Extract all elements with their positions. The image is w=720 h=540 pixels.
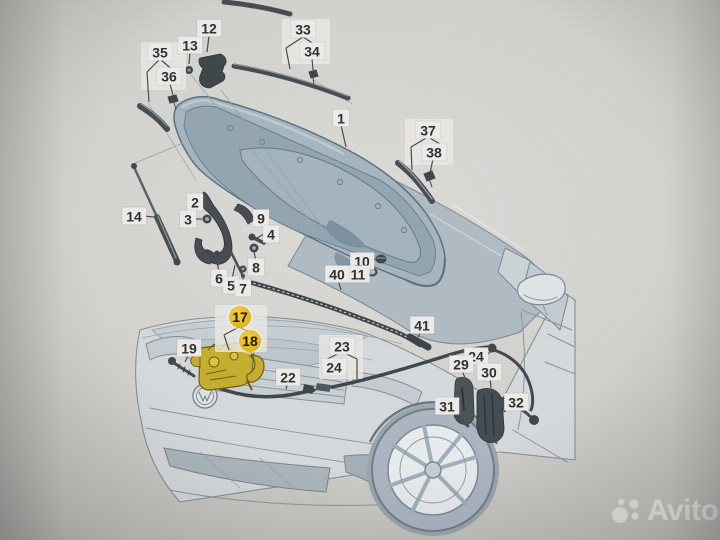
callout-6: 6 bbox=[211, 269, 227, 287]
parts bbox=[131, 0, 539, 443]
callout-7: 7 bbox=[235, 279, 251, 297]
release-cable bbox=[217, 343, 535, 412]
callout-35: 35 bbox=[148, 43, 172, 61]
gas-strut bbox=[131, 163, 181, 266]
molding-part-35 bbox=[137, 103, 170, 132]
callout-33: 33 bbox=[291, 20, 315, 38]
callout-13: 13 bbox=[178, 36, 202, 54]
wheel-spokes bbox=[387, 424, 478, 514]
seal-end-part-41 bbox=[406, 333, 432, 351]
lever-part-9 bbox=[233, 203, 255, 225]
callout-31: 31 bbox=[435, 397, 459, 415]
side-mirror bbox=[517, 273, 566, 316]
callout-11: 11 bbox=[346, 265, 370, 283]
callout-10: 10 bbox=[350, 252, 374, 270]
callout-37: 37 bbox=[416, 121, 440, 139]
screw-part-31 bbox=[456, 415, 470, 428]
callout-1: 1 bbox=[333, 109, 349, 127]
bolt-part-19 bbox=[168, 357, 196, 378]
callout-32: 32 bbox=[504, 393, 528, 411]
callout-30: 30 bbox=[477, 363, 501, 381]
bolt-part-4 bbox=[252, 236, 266, 245]
front-wheel bbox=[367, 401, 499, 536]
callout-23: 23 bbox=[330, 337, 354, 355]
callout-40: 40 bbox=[325, 265, 349, 283]
callout-5: 5 bbox=[223, 276, 239, 294]
top-strip-part bbox=[221, 0, 293, 17]
callout-8: 8 bbox=[248, 258, 264, 276]
clip-part-38 bbox=[423, 170, 436, 188]
clip-part-34 bbox=[308, 69, 319, 85]
callout-22: 22 bbox=[276, 368, 300, 386]
callout-38: 38 bbox=[422, 143, 446, 161]
bracket-part-12 bbox=[198, 53, 227, 89]
callout-2: 2 bbox=[187, 193, 203, 211]
callout-18-highlighted: 18 bbox=[239, 330, 261, 352]
callout-19: 19 bbox=[177, 339, 201, 357]
buffer-part-10 bbox=[375, 254, 387, 264]
avito-watermark: Avito bbox=[608, 494, 719, 527]
clip-part-36 bbox=[167, 94, 179, 110]
callout-24: 24 bbox=[322, 358, 346, 376]
callout-4: 4 bbox=[263, 225, 279, 243]
avito-logo-icon bbox=[612, 498, 639, 523]
avito-watermark-text: Avito bbox=[647, 494, 719, 527]
callout-12: 12 bbox=[197, 19, 221, 37]
callout-36: 36 bbox=[157, 67, 181, 85]
callout-17-highlighted: 17 bbox=[229, 306, 251, 328]
callout-14: 14 bbox=[122, 207, 146, 225]
callout-9: 9 bbox=[253, 209, 269, 227]
callout-3: 3 bbox=[180, 210, 196, 228]
callout-29: 29 bbox=[449, 355, 473, 373]
molding-part-37 bbox=[395, 160, 435, 204]
callout-34: 34 bbox=[300, 42, 324, 60]
callout-41: 41 bbox=[410, 316, 434, 334]
molding-part-33 bbox=[231, 63, 351, 101]
